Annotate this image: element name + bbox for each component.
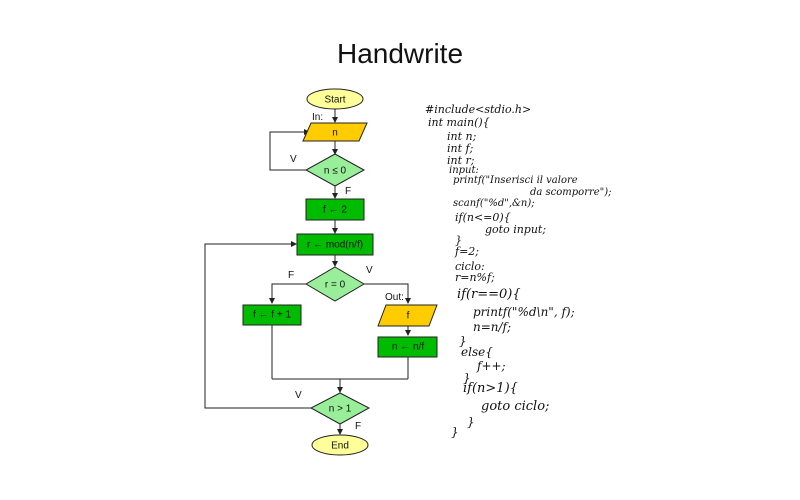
start-terminal: Start (306, 88, 364, 110)
decision-loop-false-label: F (355, 421, 361, 432)
input-n-label: n (332, 128, 338, 139)
decision-r-label: r = 0 (325, 280, 346, 291)
input-n: n (302, 122, 368, 142)
code-line: n=n/f; (473, 320, 512, 334)
connectors (204, 108, 411, 435)
process-r-mod-label: r ← mod(n/f) (307, 240, 363, 251)
decision-r-true-label: V (366, 265, 373, 276)
code-line: if(n>1){ (463, 381, 518, 396)
code-line: int f; (447, 142, 474, 155)
handwritten-code: #include<stdio.h> int main(){ int n; int… (425, 103, 785, 443)
code-line: } (463, 371, 471, 385)
code-line: ciclo: (455, 260, 485, 273)
decision-n-false-label: F (345, 186, 351, 197)
code-line: } (467, 415, 475, 429)
decision-loop-true-label: V (295, 390, 302, 401)
code-line: } (451, 425, 459, 439)
code-line: f=2; (455, 245, 479, 258)
code-line: } (455, 234, 462, 247)
code-line: } (459, 334, 467, 348)
code-line: goto ciclo; (481, 399, 550, 414)
decision-r-false-label: F (288, 270, 294, 281)
process-div-n-label: n ← n/f (392, 342, 424, 353)
code-line: if(r==0){ (457, 287, 521, 302)
output-f: f (377, 304, 438, 327)
out-label: Out: (385, 292, 404, 303)
code-line: goto input; (485, 223, 547, 236)
decision-n-le-0: n ≤ 0 (304, 153, 366, 187)
process-r-mod: r ← mod(n/f) (296, 233, 374, 256)
start-label: Start (324, 95, 345, 106)
decision-loop-label: n > 1 (329, 404, 352, 415)
end-label: End (331, 441, 349, 452)
code-line: #include<stdio.h> (425, 103, 532, 116)
decision-r-eq-0: r = 0 (305, 266, 365, 302)
code-line: int main(){ (428, 116, 490, 129)
decision-n-true-label: V (290, 154, 297, 165)
process-div-n: n ← n/f (377, 336, 438, 358)
decision-n-gt-1: n > 1 (309, 392, 371, 425)
code-line: else{ (461, 345, 493, 359)
code-line: printf("%d\n", f); (473, 305, 575, 319)
output-f-label: f (407, 311, 410, 322)
code-line: if(n<=0){ (455, 211, 511, 224)
process-f-2: f ← 2 (305, 198, 365, 221)
process-inc-f: f ← f + 1 (242, 304, 302, 326)
code-line: int n; (447, 130, 477, 143)
decision-n-label: n ≤ 0 (324, 166, 347, 177)
process-f-2-label: f ← 2 (323, 205, 347, 216)
code-line: input: (449, 165, 479, 176)
code-line: da scomporre"); (530, 187, 612, 198)
in-label: In: (312, 112, 323, 123)
code-line: f++; (477, 359, 506, 373)
code-line: int r; (447, 154, 475, 167)
code-line: r=n%f; (455, 271, 495, 284)
code-line: scanf("%d",&n); (453, 198, 535, 209)
code-line: printf("Inserisci il valore (453, 175, 578, 186)
process-inc-f-label: f ← f + 1 (253, 310, 292, 321)
end-terminal: End (311, 434, 369, 456)
page-title: Handwrite (336, 38, 464, 69)
